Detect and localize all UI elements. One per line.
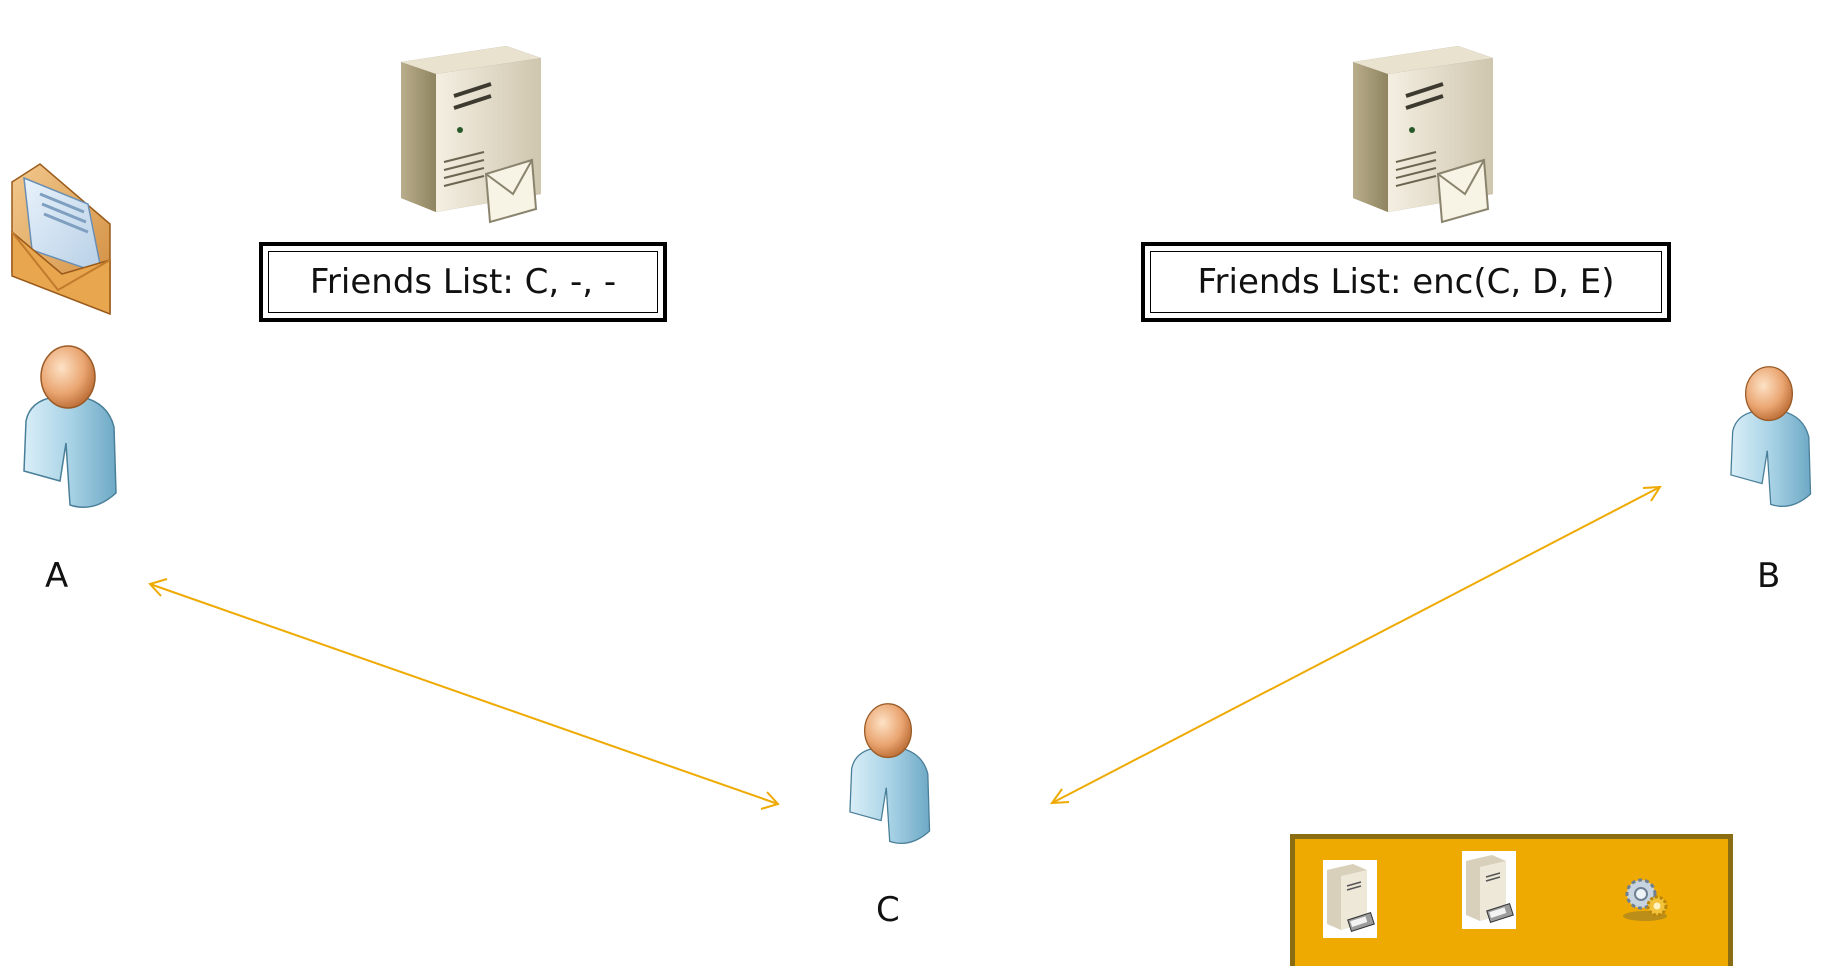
person-icon-c xyxy=(849,703,931,844)
arrow-c-b xyxy=(1051,486,1661,804)
person-icon-a xyxy=(23,345,117,508)
node-label-a: A xyxy=(45,556,69,596)
node-label-b: B xyxy=(1757,556,1781,596)
friends-list-text-right: Friends List: enc(C, D, E) xyxy=(1150,251,1662,313)
server-usb-icon[interactable] xyxy=(1462,851,1516,929)
open-envelope-icon xyxy=(11,163,111,316)
server-icon-right xyxy=(1353,46,1493,224)
friends-list-text-left: Friends List: C, -, - xyxy=(268,251,658,313)
node-label-c: C xyxy=(876,890,900,930)
friends-list-box-right: Friends List: enc(C, D, E) xyxy=(1141,242,1671,322)
friends-list-box-left: Friends List: C, -, - xyxy=(259,242,667,322)
gear-settings-icon[interactable] xyxy=(1619,874,1673,922)
server-usb-icon[interactable] xyxy=(1323,860,1377,938)
server-icon-left xyxy=(401,46,541,224)
person-icon-b xyxy=(1730,366,1812,507)
toolbox-panel xyxy=(1290,834,1733,966)
arrow-a-c xyxy=(149,583,779,805)
